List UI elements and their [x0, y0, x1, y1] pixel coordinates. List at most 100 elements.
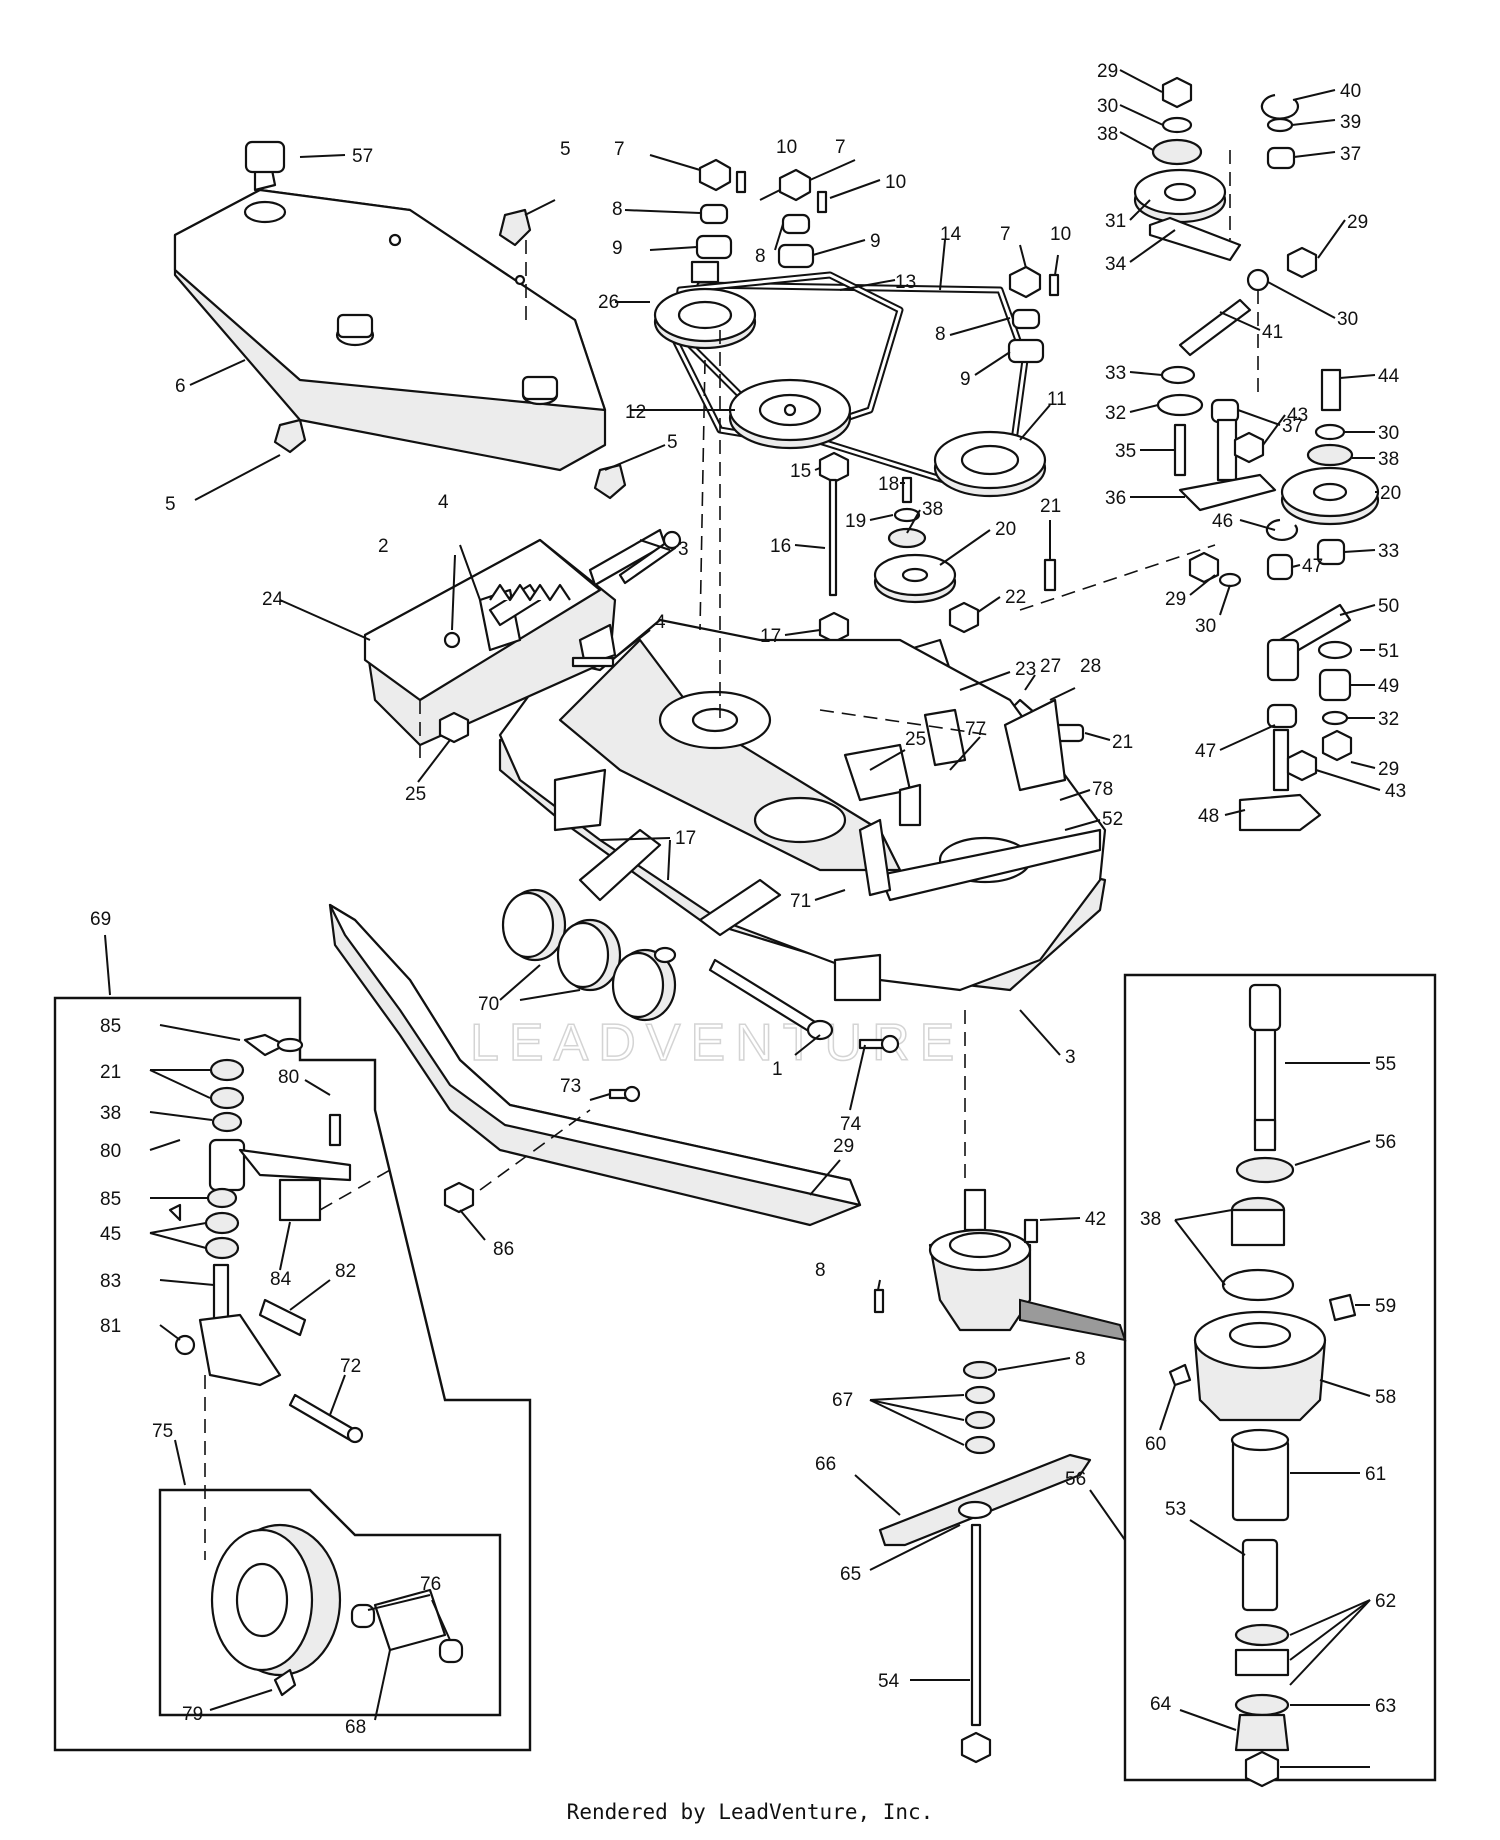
callout: 39 [1340, 112, 1361, 133]
callout: 2 [378, 536, 389, 557]
spindle-inset-frame [1123, 973, 1437, 1782]
callout: 3 [678, 539, 689, 560]
callout: 15 [790, 461, 811, 482]
callout: 9 [870, 231, 881, 252]
callout: 38 [100, 1103, 121, 1124]
callout: 8 [1075, 1349, 1086, 1370]
belt-cover [173, 140, 607, 472]
callout: 59 [1375, 1296, 1396, 1317]
caster-wheel [210, 1523, 464, 1697]
mower-deck [498, 618, 1107, 1002]
callout: 30 [1195, 616, 1216, 637]
callout: 25 [405, 784, 426, 805]
callout: 38 [922, 499, 943, 520]
callout: 56 [1375, 1132, 1396, 1153]
callout: 33 [1105, 363, 1126, 384]
callout: 49 [1378, 676, 1399, 697]
callout: 28 [1080, 656, 1101, 677]
callout: 65 [840, 1564, 861, 1585]
callout: 68 [345, 1717, 366, 1738]
callout: 62 [1375, 1591, 1396, 1612]
callout: 21 [100, 1062, 121, 1083]
idler-arm-assembly [1133, 76, 1318, 512]
spindle-nut-stack [695, 158, 1060, 364]
pulley-11 [933, 430, 1047, 498]
callout: 40 [1340, 81, 1361, 102]
callout: 83 [100, 1271, 121, 1292]
callout: 29 [833, 1136, 854, 1157]
callout: 9 [612, 238, 623, 259]
callout: 30 [1097, 96, 1118, 117]
callout: 42 [1085, 1209, 1106, 1230]
baffle-spring [489, 583, 571, 602]
callout: 21 [1040, 496, 1061, 517]
bolts [571, 530, 900, 1054]
callout: 50 [1378, 596, 1399, 617]
pulley-12 [728, 378, 852, 450]
callout: 29 [1347, 212, 1368, 233]
callout: 22 [1005, 587, 1026, 608]
callout: 60 [1145, 1434, 1166, 1455]
callout: 80 [100, 1141, 121, 1162]
callout: 84 [270, 1269, 292, 1290]
caster-parts [168, 1033, 364, 1444]
callout: 10 [885, 172, 906, 193]
callout: 12 [625, 402, 646, 423]
callout: 4 [438, 492, 449, 513]
callout: 72 [340, 1356, 361, 1377]
callout-labels: 57 5 6 5 5 7 10 7 10 8 9 8 9 14 7 10 26 … [90, 61, 1406, 1738]
callout: 45 [100, 1224, 121, 1245]
callout: 29 [1097, 61, 1118, 82]
callout: 5 [667, 432, 678, 453]
callout: 37 [1282, 416, 1303, 437]
callout: 4 [655, 612, 666, 633]
callout: 8 [612, 199, 623, 220]
spindle-housing [873, 1188, 1127, 1455]
callout: 17 [760, 626, 781, 647]
callout: 86 [493, 1239, 514, 1260]
pulley-26 [653, 260, 757, 350]
callout: 10 [1050, 224, 1071, 245]
callout: 85 [100, 1016, 121, 1037]
callout: 34 [1105, 254, 1127, 275]
callout: 11 [1047, 389, 1067, 410]
callout: 10 [776, 137, 797, 158]
callout: 26 [598, 292, 619, 313]
callout: 78 [1092, 779, 1113, 800]
callout: 7 [1000, 224, 1011, 245]
callout: 38 [1140, 1209, 1161, 1230]
callout: 67 [832, 1390, 853, 1411]
callout: 30 [1337, 309, 1358, 330]
callout: 43 [1287, 405, 1308, 426]
callout: 1 [772, 1059, 783, 1080]
callout: 18 [878, 474, 899, 495]
callout: 29 [1378, 759, 1399, 780]
trim-bar [328, 903, 862, 1227]
discharge-baffle [363, 528, 667, 747]
callout: 29 [1165, 589, 1186, 610]
callout: 73 [560, 1076, 581, 1097]
callout: 3 [1065, 1047, 1076, 1068]
callout: 38 [1097, 124, 1118, 145]
leader-lines [104, 69, 1381, 1768]
callout: 56 [1065, 1469, 1086, 1490]
callout: 7 [614, 139, 625, 160]
callout: 5 [560, 139, 571, 160]
callout: 77 [965, 719, 986, 740]
callout: 71 [790, 891, 811, 912]
callout: 80 [278, 1067, 299, 1088]
callout: 20 [1380, 483, 1401, 504]
callout: 47 [1195, 741, 1216, 762]
alignment-lines [204, 150, 1259, 1560]
callout: 5 [165, 494, 176, 515]
callout: 43 [1385, 781, 1406, 802]
callout: 8 [935, 324, 946, 345]
callout: 21 [1112, 732, 1133, 753]
cover-knob [273, 208, 627, 500]
callout: 13 [895, 272, 916, 293]
callout: 32 [1105, 403, 1126, 424]
callout: 6 [175, 376, 186, 397]
callout: 17 [675, 828, 696, 849]
callout: 7 [835, 137, 846, 158]
